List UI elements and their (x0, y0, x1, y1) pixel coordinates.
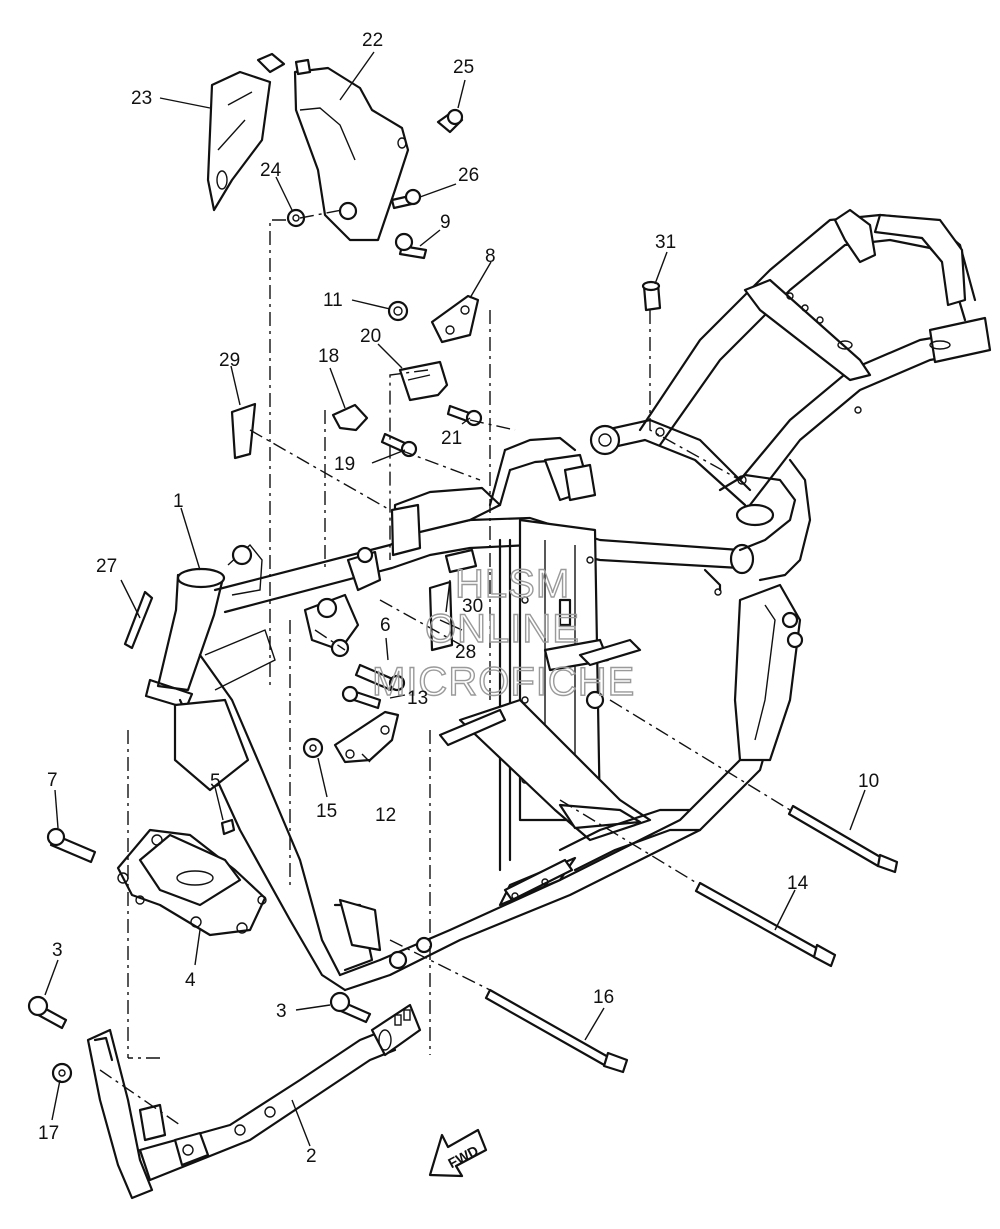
leader-lines (44, 51, 866, 1147)
callout-4: 4 (185, 970, 196, 991)
callout-30: 30 (462, 596, 483, 617)
callout-22: 22 (362, 30, 383, 51)
callout-1: 1 (173, 491, 184, 512)
callout-8: 8 (485, 246, 496, 267)
part-23-side-cover (206, 52, 286, 212)
alignment-lines (99, 209, 791, 1126)
callout-16: 16 (593, 987, 614, 1008)
callout-26: 26 (458, 165, 479, 186)
callout-19: 19 (334, 454, 355, 475)
callout-6: 6 (380, 615, 391, 636)
watermark: HLSM ONLINE MICROFICHE (371, 561, 635, 704)
callout-28: 28 (455, 642, 476, 663)
callout-13: 13 (407, 688, 428, 709)
watermark-line-2: ONLINE (425, 607, 580, 651)
watermark-line-3: MICROFICHE (372, 660, 635, 704)
callout-10: 10 (858, 771, 879, 792)
callout-25: 25 (453, 57, 474, 78)
callout-labels: 1 2 3 3 4 5 6 7 8 9 10 11 12 13 14 15 16… (38, 30, 879, 1167)
part-22-battery-cover (293, 58, 410, 242)
callout-3a: 3 (52, 940, 63, 961)
callout-9: 9 (440, 212, 451, 233)
callout-2: 2 (306, 1146, 317, 1167)
fasteners (27, 108, 899, 1084)
callout-14: 14 (787, 873, 809, 894)
callout-11: 11 (323, 290, 343, 311)
callout-29: 29 (219, 350, 240, 371)
main-frame (144, 208, 992, 992)
callout-21: 21 (441, 428, 462, 449)
callout-5: 5 (210, 771, 221, 792)
watermark-line-1: HLSM (455, 562, 570, 606)
part-4-engine-mount (116, 828, 267, 937)
callout-27: 27 (96, 556, 117, 577)
callout-15: 15 (316, 801, 337, 822)
callout-17: 17 (38, 1123, 59, 1144)
callout-24: 24 (260, 160, 282, 181)
callout-3b: 3 (276, 1001, 287, 1022)
callout-18: 18 (318, 346, 339, 367)
callout-12: 12 (375, 805, 396, 826)
fwd-direction-arrow: FWD (428, 1128, 488, 1178)
part-2-down-tube (86, 1003, 422, 1200)
callout-20: 20 (360, 326, 381, 347)
callout-31: 31 (655, 232, 676, 253)
callout-23: 23 (131, 88, 152, 109)
callout-7: 7 (47, 770, 58, 791)
